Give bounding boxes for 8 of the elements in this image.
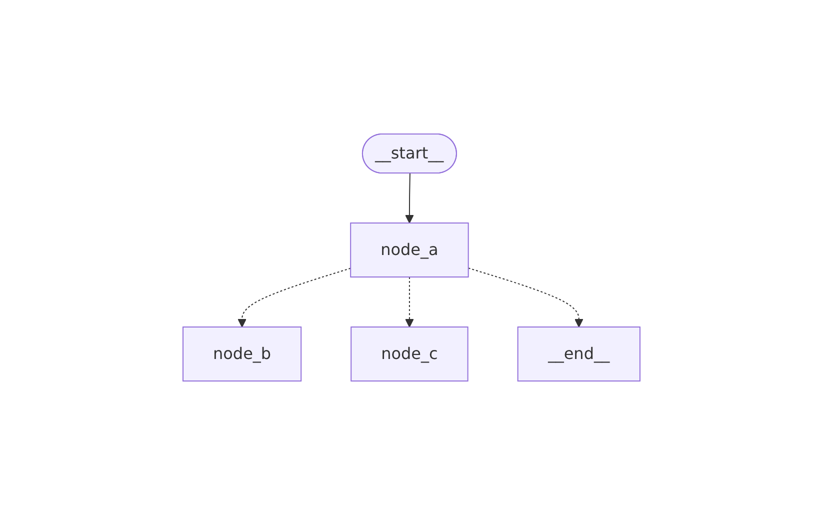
- node-box: node_a: [350, 222, 468, 277]
- node-box: __end__: [516, 326, 640, 381]
- arrow: [467, 267, 583, 327]
- arrow: [404, 172, 414, 223]
- arrow: [237, 267, 351, 327]
- arrow: [404, 276, 414, 327]
- node-box: node_b: [182, 326, 302, 381]
- node-box: node_c: [350, 326, 468, 381]
